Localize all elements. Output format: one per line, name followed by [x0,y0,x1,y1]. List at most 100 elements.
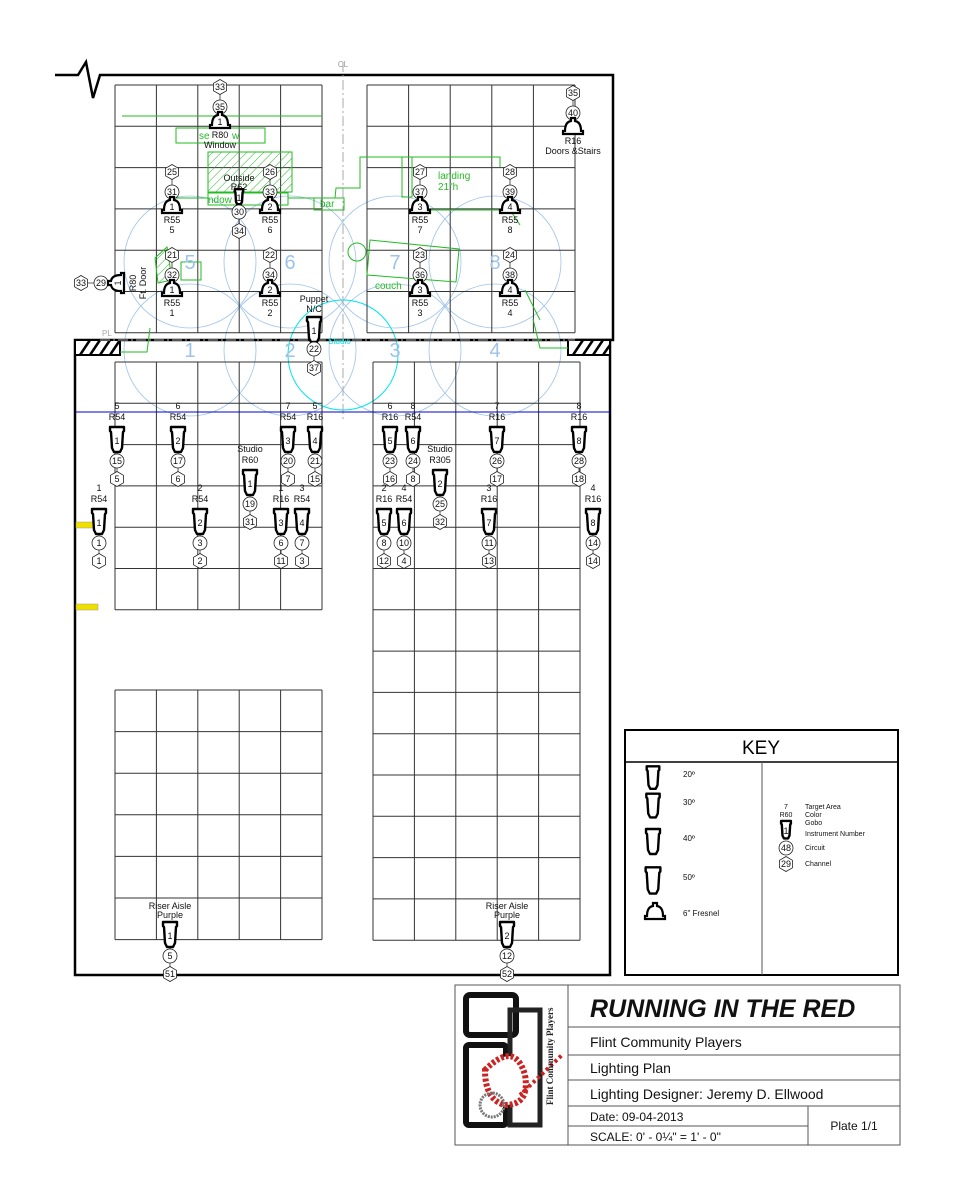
ellipsoidal-icon [498,920,516,949]
color-gel: R80 [128,275,138,292]
target-area: 4 [590,483,595,493]
color-gel: R16 [585,494,602,504]
channel-hexagon [165,247,179,263]
channel-hexagon [586,553,600,569]
fresnel-icon [258,278,282,298]
ellipsoidal-icon [375,507,393,536]
circuit-number: 38 [505,270,515,280]
circuit-number: 30 [234,207,244,217]
fresnel-icon [160,278,184,298]
area-number: 2 [284,340,295,362]
circuit-circle [192,535,208,551]
ellipsoidal-icon [584,507,602,536]
key-type-label: 40º [683,834,695,843]
channel-number: 37 [309,363,319,373]
circuit-circle [162,948,178,964]
key-type-label: 20º [683,770,695,779]
ellipsoidal-icon [488,425,506,454]
circuit-number: 24 [408,456,418,466]
target-area: 6 [175,401,180,411]
circuit-circle [273,535,289,551]
flint-community-players-logo: Flint Community Players [463,992,564,1128]
unit-number: 4 [312,436,317,446]
channel-hexagon [274,553,288,569]
target-area: Doors &Stairs [545,146,601,156]
area-number: 7 [389,252,400,274]
color-gel: R54 [170,412,187,422]
color-gel: R55 [412,298,429,308]
channel-hexagon [503,247,517,263]
channel-hexagon [193,553,207,569]
fresnel-icon [408,278,432,298]
circuit-circle [585,535,601,551]
key-type-label: 50º [683,873,695,882]
color-gel: R54 [280,412,297,422]
target-area: Outside [223,173,254,183]
ellipsoidal-icon [381,425,399,454]
channel-number: 7 [285,474,290,484]
fresnel-icon [106,271,126,295]
target-area: 6 [267,225,272,235]
ellipsoidal-icon [169,425,187,454]
ellipsoidal-icon [404,425,422,454]
area-number: 1 [184,340,195,362]
channel-hexagon [503,164,517,180]
seat-fragment-1: se [199,131,210,142]
channel-hexagon [163,966,177,982]
channel-hexagon [377,553,391,569]
unit-number: 8 [576,436,581,446]
unit-number: 6 [410,436,415,446]
circuit-number: 14 [588,538,598,548]
channel-number: 1 [96,556,101,566]
channel-hexagon [110,471,124,487]
date: Date: 09-04-2013 [590,1110,684,1124]
area-circle [223,283,357,417]
color-gel: R16 [307,412,324,422]
target-area: Riser Aisle [486,901,529,911]
ellipsoidal-icon [306,425,324,454]
circuit-number: 15 [112,456,122,466]
channel-hexagon [171,471,185,487]
color-gel: Purple [157,910,183,920]
target-area: 1 [169,308,174,318]
circuit-number: 26 [492,456,502,466]
circuit-number: 35 [215,102,225,112]
key-type-entry: 40º [644,827,695,856]
target-area: 2 [267,308,272,318]
channel-number: 33 [76,278,86,288]
key-legend-label: Gobo [805,820,822,827]
